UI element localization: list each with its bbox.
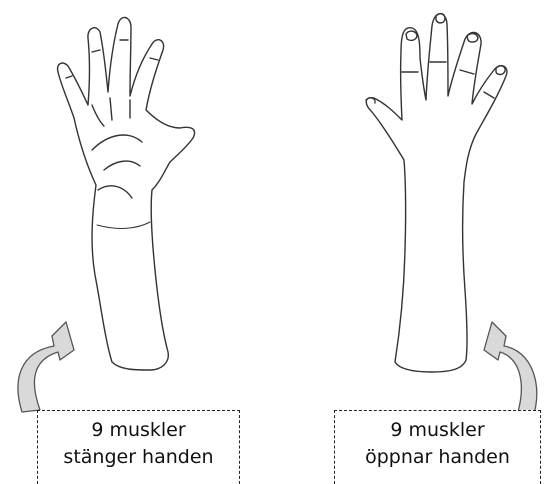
left-rotation-arrow-icon [18, 322, 74, 412]
right-caption-line1: 9 muskler [335, 417, 540, 444]
left-caption-box: 9 muskler stänger handen [37, 410, 240, 484]
right-caption-box: 9 muskler öppnar handen [334, 410, 541, 484]
left-caption-line1: 9 muskler [38, 417, 239, 444]
left-hand-palm-illustration [58, 17, 195, 370]
left-caption-line2: stänger handen [38, 444, 239, 471]
right-caption-line2: öppnar handen [335, 444, 540, 471]
right-hand-back-illustration [366, 14, 507, 372]
